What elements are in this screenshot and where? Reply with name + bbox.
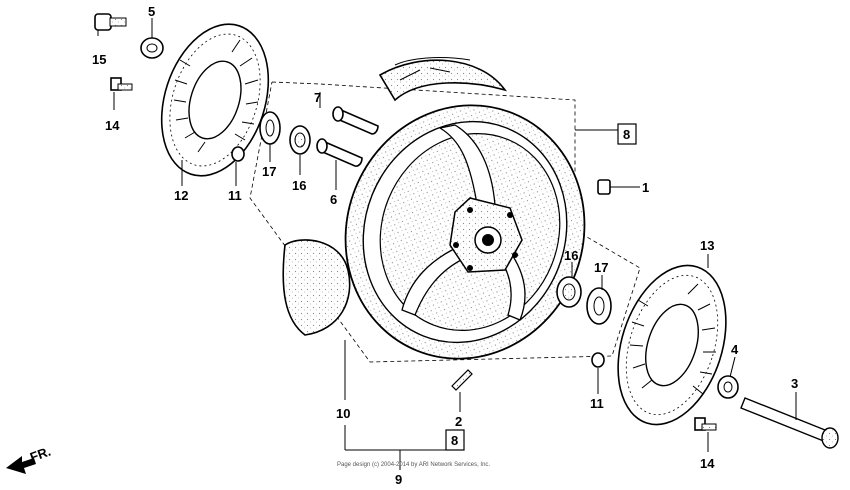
axle-3[interactable] bbox=[740, 397, 839, 449]
callout-10: 10 bbox=[336, 406, 350, 421]
dust-seal-17-right[interactable] bbox=[586, 287, 612, 325]
callout-5: 5 bbox=[148, 4, 155, 19]
callout-7: 7 bbox=[314, 90, 321, 105]
callout-1: 1 bbox=[642, 180, 649, 195]
callout-14-right: 14 bbox=[700, 456, 715, 471]
callout-8-bottom: 8 bbox=[445, 429, 465, 451]
callout-17-right: 17 bbox=[594, 260, 608, 275]
callout-2: 2 bbox=[455, 414, 462, 429]
callout-8-top: 8 bbox=[617, 123, 637, 145]
bolt-15[interactable] bbox=[94, 13, 127, 31]
callout-14-left: 14 bbox=[105, 118, 120, 133]
callout-8-bottom-label: 8 bbox=[451, 433, 458, 448]
callout-4: 4 bbox=[731, 342, 739, 357]
brake-disc-left[interactable] bbox=[143, 10, 286, 189]
nut-11-right[interactable] bbox=[591, 352, 605, 368]
tire-part[interactable] bbox=[282, 57, 507, 336]
brake-disc-right[interactable] bbox=[599, 252, 745, 439]
callout-16-right: 16 bbox=[564, 248, 578, 263]
callout-11-right: 11 bbox=[590, 396, 604, 411]
callout-9: 9 bbox=[395, 472, 402, 487]
callout-16-left: 16 bbox=[292, 178, 306, 193]
collar-4[interactable] bbox=[717, 375, 739, 399]
spacer-6[interactable] bbox=[316, 138, 363, 167]
distance-collar-7[interactable] bbox=[332, 106, 379, 135]
bearing-16-right[interactable] bbox=[556, 276, 582, 308]
callout-13: 13 bbox=[700, 238, 714, 253]
bearing-16-left[interactable] bbox=[289, 125, 311, 155]
callout-15: 15 bbox=[92, 52, 106, 67]
callout-12: 12 bbox=[174, 188, 188, 203]
collar-5[interactable] bbox=[140, 37, 164, 59]
wheel-rim[interactable] bbox=[308, 69, 623, 395]
callout-11-left: 11 bbox=[228, 188, 242, 203]
leader-lines bbox=[97, 18, 797, 470]
bolt-14-right[interactable] bbox=[694, 417, 717, 431]
direction-label: FR. bbox=[28, 444, 53, 465]
arrow-left-icon bbox=[6, 456, 36, 474]
footer-copyright: Page design (c) 2004-2014 by ARI Network… bbox=[337, 462, 490, 468]
front-direction-indicator: FR. bbox=[6, 444, 53, 474]
dust-seal-17-left[interactable] bbox=[259, 111, 281, 145]
callout-8-top-label: 8 bbox=[623, 127, 630, 142]
callout-6: 6 bbox=[330, 192, 337, 207]
nut-11-left[interactable] bbox=[231, 146, 245, 162]
callout-17-left: 17 bbox=[262, 164, 276, 179]
callout-3: 3 bbox=[791, 376, 798, 391]
clip-1[interactable] bbox=[597, 179, 611, 195]
bolt-14-left[interactable] bbox=[110, 77, 133, 91]
valve-2[interactable] bbox=[451, 369, 473, 391]
